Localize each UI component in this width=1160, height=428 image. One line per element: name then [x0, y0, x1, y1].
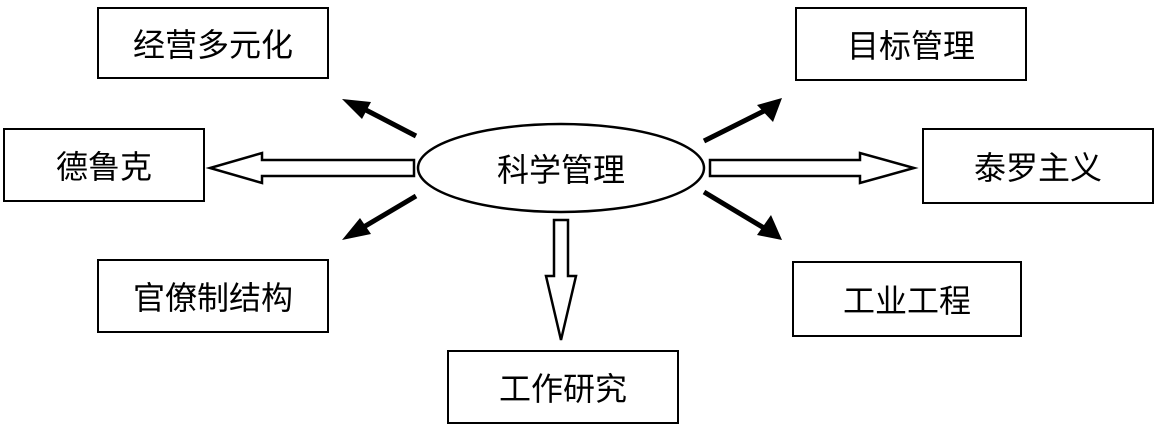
- node-taylorism: 泰罗主义: [922, 128, 1154, 204]
- arrow-to-taylorism: [708, 151, 919, 185]
- arrow-to-bureaucracy-shaft: [360, 193, 418, 231]
- node-industrial-engineering: 工业工程: [792, 261, 1022, 337]
- arrow-to-diversification-head: [342, 99, 371, 119]
- arrow-to-bureaucracy-head: [342, 218, 371, 240]
- arrow-to-industrial-engineering-head: [757, 215, 782, 240]
- arrow-to-industrial-engineering-shaft: [702, 189, 766, 231]
- node-drucker: 德鲁克: [3, 128, 205, 202]
- arrow-to-drucker: [205, 151, 416, 185]
- arrow-to-work-study: [544, 218, 578, 341]
- node-bureaucracy: 官僚制结构: [97, 259, 329, 333]
- arrow-to-mbo-shaft: [702, 108, 766, 144]
- node-diversification: 经营多元化: [97, 7, 329, 79]
- center-node-label: 科学管理: [496, 151, 625, 189]
- center-ellipse: [416, 122, 706, 214]
- node-work-study: 工作研究: [447, 350, 679, 424]
- arrow-to-mbo-head: [757, 98, 782, 122]
- arrow-to-diversification-shaft: [360, 105, 418, 139]
- node-mbo: 目标管理: [795, 7, 1027, 81]
